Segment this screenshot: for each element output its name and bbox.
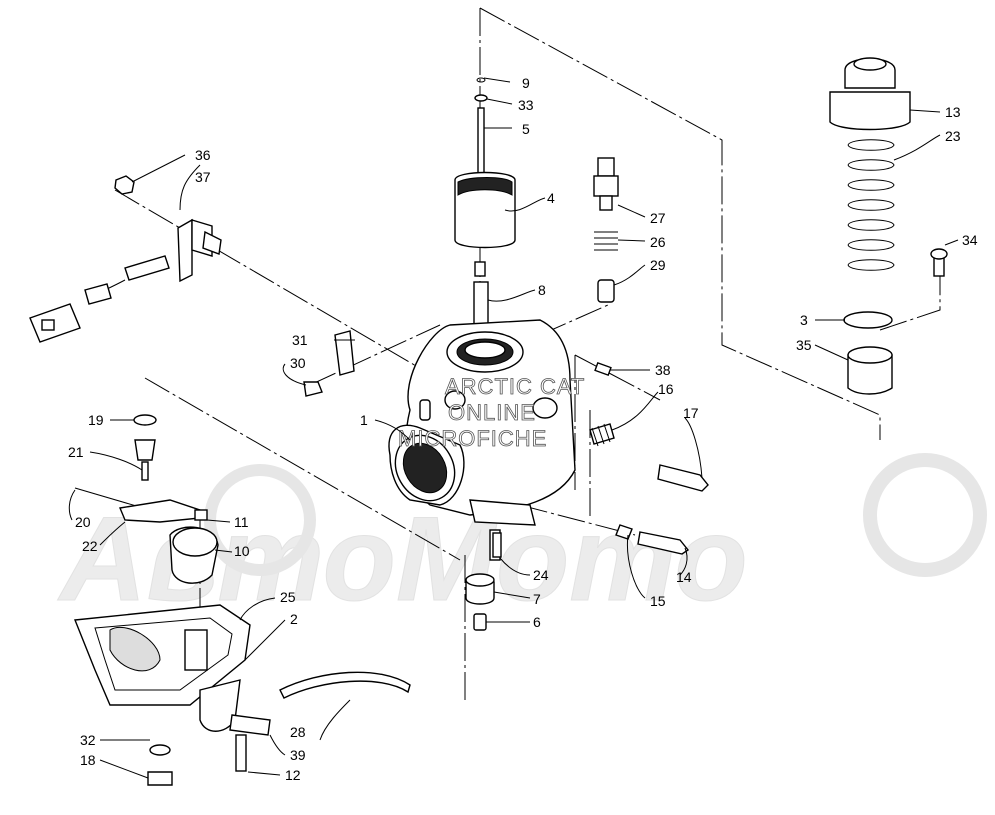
callout-2: 2 [290, 611, 298, 627]
callout-11: 11 [234, 514, 249, 530]
callout-15: 15 [650, 593, 666, 609]
microfiche-watermark: ARCTIC CAT ONLINE MICROFICHE [398, 374, 585, 452]
callout-28: 28 [290, 724, 306, 740]
spring-coils [847, 139, 895, 271]
callout-5: 5 [522, 121, 530, 137]
callout-29: 29 [650, 257, 666, 273]
callout-12: 12 [285, 767, 301, 783]
callout-18: 18 [80, 752, 96, 768]
callout-35: 35 [796, 337, 812, 353]
callout-3: 3 [800, 312, 808, 328]
callout-24: 24 [533, 567, 549, 583]
callout-8: 8 [538, 282, 546, 298]
callout-38: 38 [655, 362, 671, 378]
callout-4: 4 [547, 190, 555, 206]
leader-lines [68, 77, 959, 779]
choke-plunger-parts [593, 157, 619, 303]
callout-1: 1 [360, 412, 368, 428]
watermark-line-3: MICROFICHE [398, 426, 547, 451]
callout-17: 17 [683, 405, 699, 421]
callout-19: 19 [88, 412, 104, 428]
carburetor-body [388, 319, 576, 561]
callout-13: 13 [945, 104, 961, 120]
callout-37: 37 [195, 169, 211, 185]
callout-16: 16 [658, 381, 674, 397]
callout-23: 23 [945, 128, 961, 144]
alignment-lines [114, 7, 941, 700]
callout-14: 14 [676, 569, 692, 585]
callout-30: 30 [290, 355, 306, 371]
float-bowl-assembly [74, 330, 411, 786]
callout-20: 20 [75, 514, 91, 530]
callout-10: 10 [234, 543, 250, 559]
throttle-slide-assembly [454, 77, 516, 343]
callout-34: 34 [962, 232, 978, 248]
callout-33: 33 [518, 97, 534, 113]
top-cap-assembly [829, 57, 948, 395]
callout-32: 32 [80, 732, 96, 748]
callout-25: 25 [280, 589, 296, 605]
callout-26: 26 [650, 234, 666, 250]
watermark-line-1: ARCTIC CAT [445, 374, 585, 399]
adjust-screws [465, 361, 709, 631]
throttle-sensor-harness [29, 175, 222, 343]
callout-39: 39 [290, 747, 306, 763]
callout-31: 31 [292, 332, 308, 348]
callout-9: 9 [522, 75, 530, 91]
callout-7: 7 [533, 591, 541, 607]
callout-21: 21 [68, 444, 84, 460]
callout-numbers: 9 33 5 4 8 27 26 29 13 23 34 3 35 38 16 … [68, 75, 978, 783]
callout-6: 6 [533, 614, 541, 630]
watermark-line-2: ONLINE [448, 400, 536, 425]
callout-27: 27 [650, 210, 666, 226]
callout-22: 22 [82, 538, 98, 554]
callout-36: 36 [195, 147, 211, 163]
